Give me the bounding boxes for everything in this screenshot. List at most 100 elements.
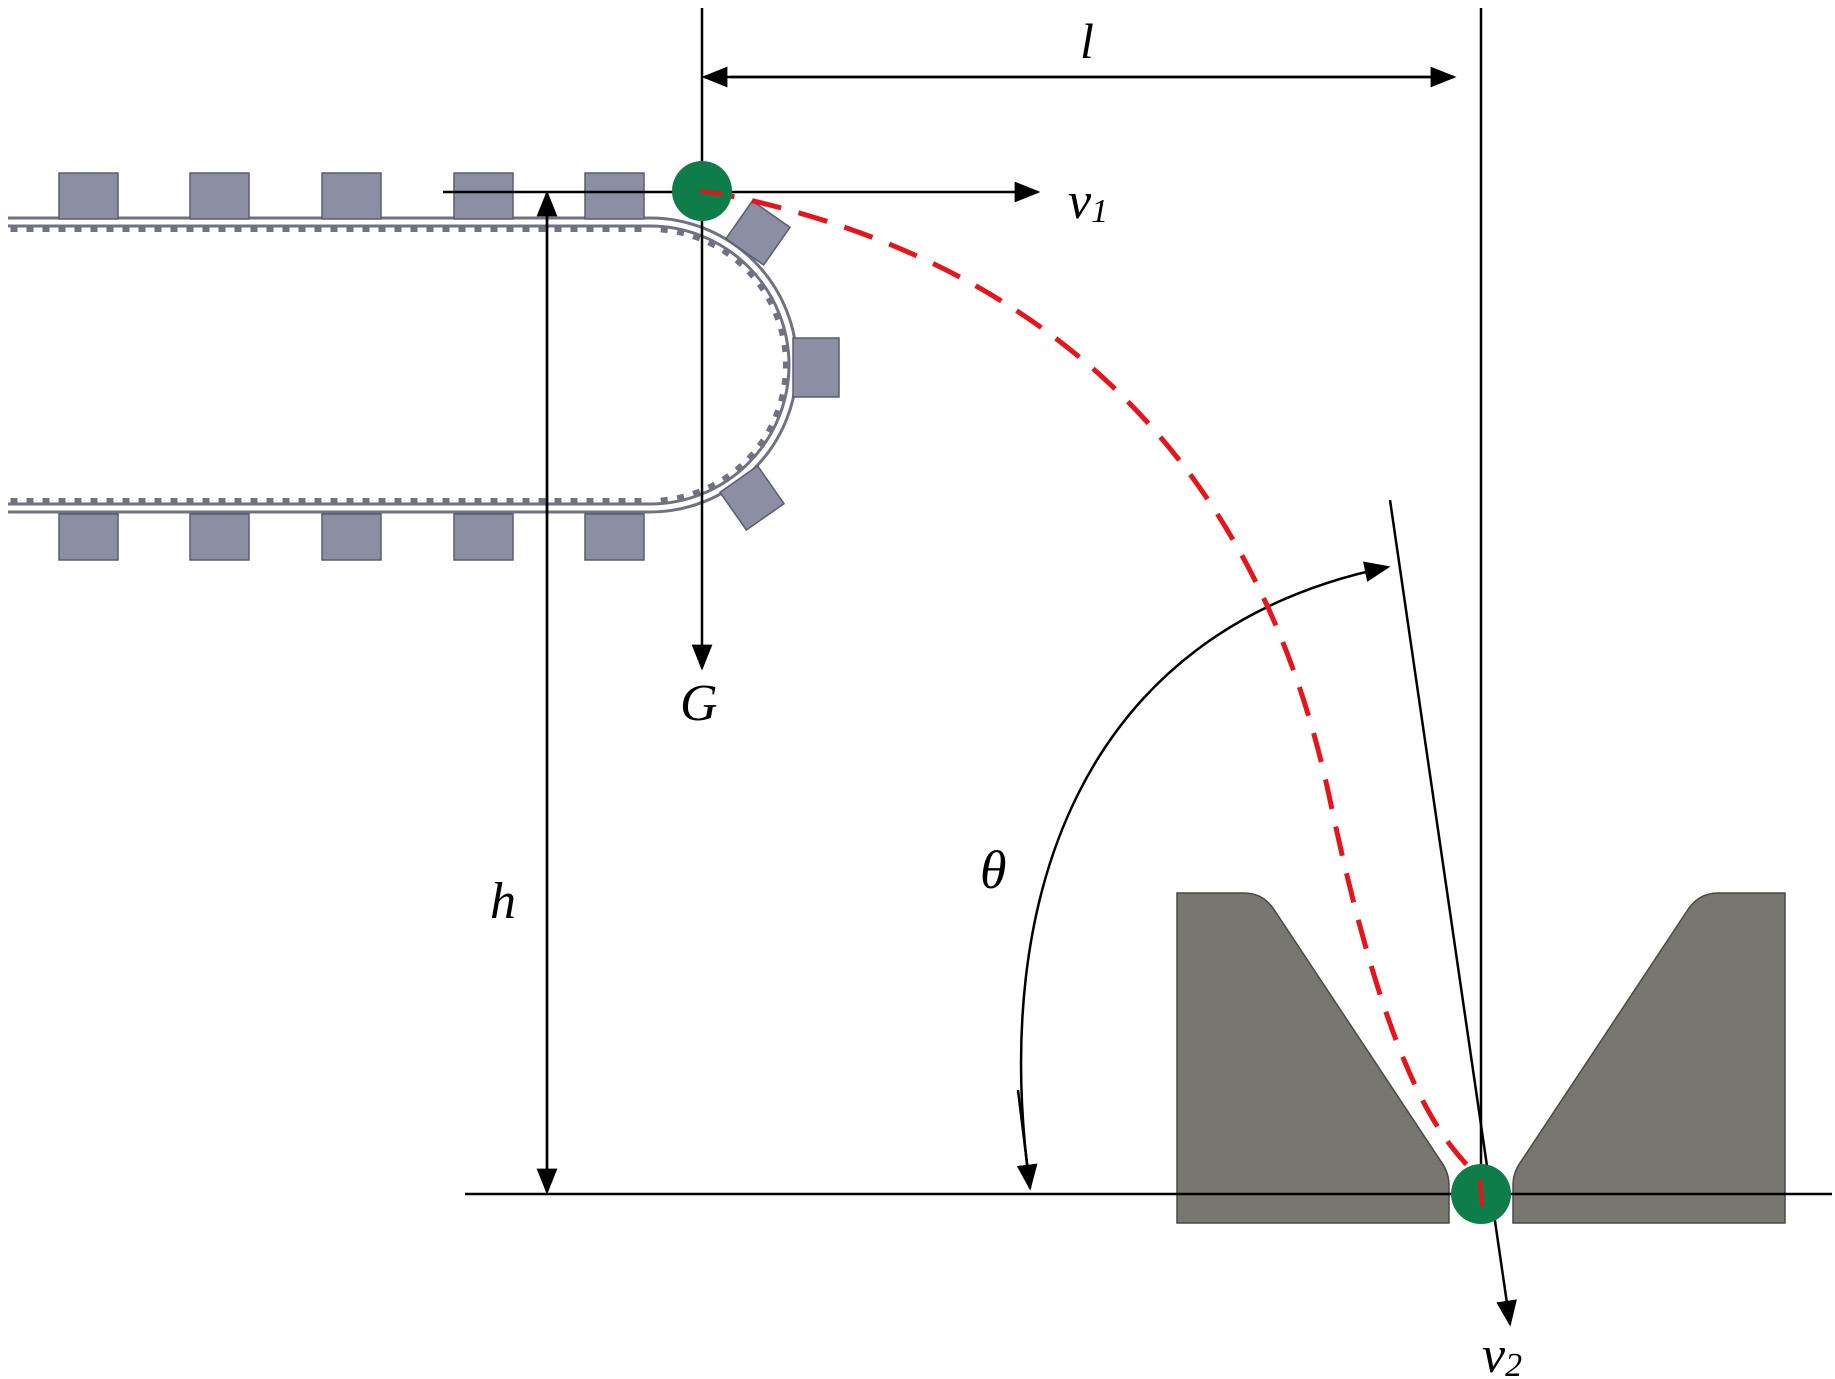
belt-tooth [314,226,322,232]
belt-tooth [778,327,786,337]
belt-tooth [765,296,775,306]
belt-tooth [330,226,338,232]
belt-tooth [522,498,530,504]
belt-tooth [602,226,610,232]
belt-tooth [554,498,562,504]
belt-tooth [522,226,530,232]
label-v2: v2 [1482,1327,1522,1379]
belt-tooth [490,498,498,504]
receiver-left-half [1176,892,1450,1224]
belt-teeth-top [10,226,642,232]
belt-tooth [186,226,194,232]
conveyor-pad [453,513,514,561]
belt-tooth [765,424,775,434]
belt-inner-edge [8,224,791,506]
belt-tooth [26,226,34,232]
belt-tooth [692,488,701,497]
belt-tooth [538,226,546,232]
belt-tooth [602,498,610,504]
conveyor-pad [584,172,645,220]
belt-outer-edge [8,216,799,514]
belt-tooth [234,226,242,232]
belt-tooth [778,393,786,403]
belt-tooth [490,226,498,232]
gravity-G: G [680,190,718,732]
receiver-block [1176,892,1786,1224]
belt-tooth [570,226,578,232]
conveyor-pad [453,172,514,220]
belt-tooth [234,498,242,504]
belt-tooth [458,498,466,504]
belt-tooth [106,498,114,504]
belt-tooth [170,226,178,232]
belt-tooth [781,344,789,353]
belt-tooth [746,269,756,279]
belt-tooth [138,498,146,504]
belt-tooth [106,226,114,232]
belt-tooth [783,361,789,369]
belt-tooth [42,498,50,504]
conveyor-pad [58,172,119,220]
belt-tooth [772,311,782,321]
belt-tooth [586,226,594,232]
receiver-right-half [1512,892,1786,1224]
dimension-h: h [490,190,558,1195]
belt-tooth [474,226,482,232]
belt-tooth [426,226,434,232]
belt-tooth [570,498,578,504]
label-G: G [680,675,718,732]
belt-tooth [282,498,290,504]
belt-tooth [346,498,354,504]
belt-tooth [330,498,338,504]
conveyor-pad [792,337,840,398]
belt-tooth [154,226,162,232]
belt-tooth [506,498,514,504]
conveyor-pad [58,513,119,561]
belt-tooth [442,226,450,232]
belt-tooth [138,226,146,232]
belt-tooth [660,496,669,504]
belt-tooth [721,247,731,257]
belt-tooth [58,498,66,504]
ball-start-center-mark [699,189,723,196]
belt-tooth [707,239,717,249]
label-h: h [490,873,516,930]
belt-tooth [218,498,226,504]
belt-teeth-curve [660,226,789,504]
belt-tooth [218,226,226,232]
belt-tooth [362,498,370,504]
belt-tooth [734,257,744,267]
conveyor-pad [321,172,382,220]
belt-tooth [298,226,306,232]
belt-tooth [378,498,386,504]
belt-tooth [378,226,386,232]
belt-tooth [170,498,178,504]
belt-tooth [90,498,98,504]
belt-tooth [250,226,258,232]
belt-tooth [314,498,322,504]
belt-tooth [202,226,210,232]
belt-tooth [426,498,434,504]
belt-tooth [154,498,162,504]
belt-tooth [458,226,466,232]
construction-lines [465,8,1832,1327]
belt-tooth [506,226,514,232]
belt-tooth [554,226,562,232]
belt-tooth [692,233,701,242]
belt-tooth [586,498,594,504]
belt-tooth [781,377,789,386]
belt-tooth [721,473,731,483]
belt-tooth [10,226,18,232]
belt-teeth-bottom [10,498,642,504]
conveyor-pad [724,199,792,267]
belt-tooth [756,438,766,448]
theta-arc-start-arrow [1016,1089,1038,1191]
velocity-v1: v1 [443,173,1108,230]
belt-tooth [618,498,626,504]
conveyor-pad [189,513,250,561]
belt-tooth [186,498,194,504]
belt-tooth [746,451,756,461]
belt-tooth [676,493,685,502]
belt-tooth [122,226,130,232]
